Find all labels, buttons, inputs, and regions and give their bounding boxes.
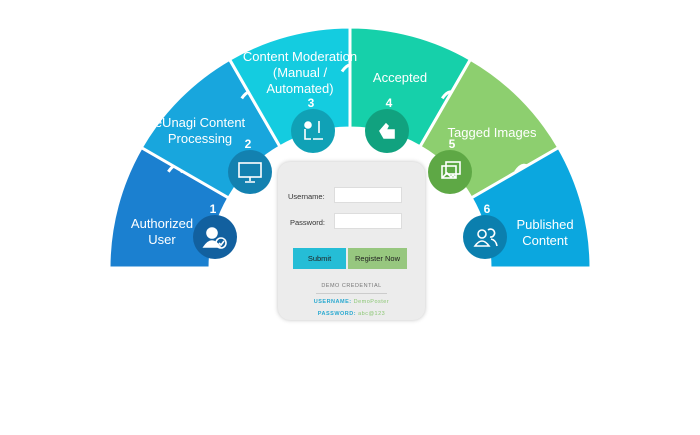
username-label: Username: — [288, 192, 325, 201]
step-number: 6 — [483, 202, 491, 216]
images-icon — [428, 150, 472, 194]
segment-label: Accepted — [372, 70, 428, 85]
step-number: 2 — [244, 137, 252, 151]
divider — [316, 293, 387, 294]
segment-label: Published Content — [516, 217, 574, 248]
step-number: 1 — [209, 202, 217, 216]
step-number: 5 — [448, 137, 456, 151]
step-number: 4 — [385, 96, 393, 110]
username-input[interactable] — [334, 187, 402, 203]
images-icon-glyph — [441, 161, 461, 179]
demo-password-label: PASSWORD: — [317, 311, 357, 317]
user-check-icon-glyph — [202, 227, 227, 249]
thumbs-up-icon-glyph — [379, 122, 395, 139]
segment-label: Tagged Images — [447, 125, 537, 140]
demo-username: USERNAME: DemoPoster — [278, 299, 425, 305]
person-computer-icon — [291, 109, 335, 153]
segment-label: Authorized User — [130, 216, 194, 247]
demo-username-label: USERNAME: — [313, 299, 352, 305]
register-now-button[interactable]: Register Now — [348, 248, 407, 269]
segment-label: eUnagi Content Processing — [154, 115, 246, 146]
step-number: 3 — [307, 96, 315, 110]
monitor-icon — [228, 150, 272, 194]
password-label: Password: — [290, 218, 326, 227]
person-computer-icon-glyph — [304, 121, 323, 140]
users-icon-glyph — [473, 228, 498, 247]
password-input[interactable] — [334, 213, 402, 229]
demo-password: PASSWORD: abc@123 — [278, 311, 425, 317]
login-panel: Username: Password: Submit Register Now … — [278, 162, 425, 320]
demo-credential-title: DEMO CREDENTIAL — [321, 283, 382, 289]
demo-username-value: DemoPoster — [353, 299, 390, 305]
monitor-icon-glyph — [238, 162, 262, 183]
submit-button[interactable]: Submit — [293, 248, 346, 269]
demo-password-value: abc@123 — [358, 311, 386, 317]
segment-label: Content Moderation (Manual / Automated) — [242, 49, 358, 96]
